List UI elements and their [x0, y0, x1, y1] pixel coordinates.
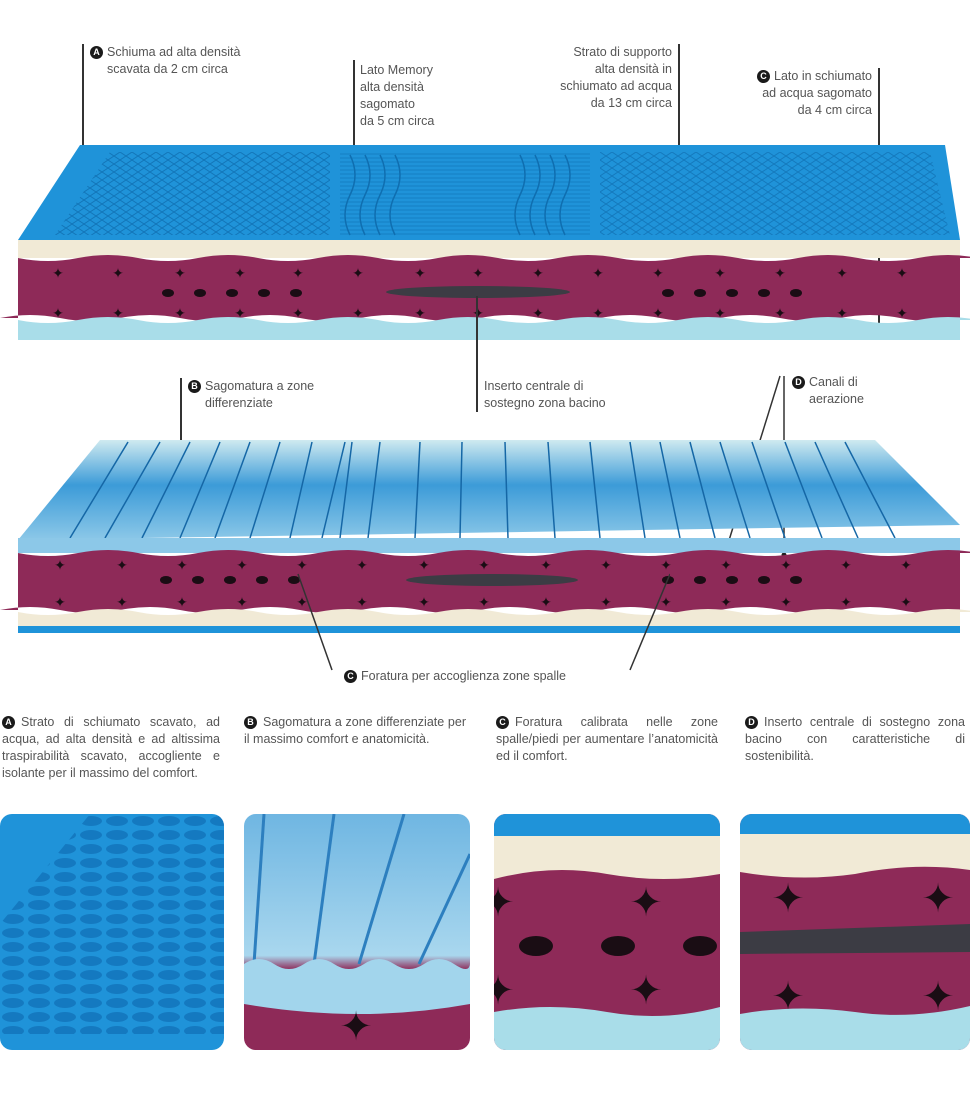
shoulder-holes-drawing: ✦ ✦ ✦ ✦ — [494, 814, 720, 1050]
svg-text:✦: ✦ — [714, 266, 726, 282]
svg-text:✦: ✦ — [414, 306, 426, 322]
callout-strato-supporto: Strato di supporto alta densità in schiu… — [560, 45, 672, 110]
badge-a-desc: A — [2, 716, 15, 729]
svg-text:✦: ✦ — [176, 595, 188, 611]
svg-text:✦: ✦ — [176, 558, 188, 574]
svg-text:✦: ✦ — [780, 595, 792, 611]
svg-text:✦: ✦ — [418, 558, 430, 574]
svg-text:✦: ✦ — [660, 558, 672, 574]
svg-text:✦: ✦ — [292, 306, 304, 322]
svg-text:✦: ✦ — [54, 595, 66, 611]
svg-text:✦: ✦ — [771, 876, 805, 922]
svg-text:✦: ✦ — [472, 266, 484, 282]
svg-text:✦: ✦ — [296, 558, 308, 574]
svg-text:✦: ✦ — [652, 266, 664, 282]
svg-text:✦: ✦ — [478, 558, 490, 574]
svg-text:✦: ✦ — [629, 880, 663, 926]
svg-text:✦: ✦ — [896, 306, 908, 322]
eggcrate-pattern — [0, 814, 224, 1034]
svg-text:✦: ✦ — [234, 266, 246, 282]
svg-text:✦: ✦ — [540, 558, 552, 574]
svg-text:✦: ✦ — [352, 266, 364, 282]
svg-text:✦: ✦ — [116, 595, 128, 611]
svg-text:✦: ✦ — [921, 876, 955, 922]
svg-text:✦: ✦ — [54, 558, 66, 574]
svg-text:✦: ✦ — [840, 595, 852, 611]
svg-text:✦: ✦ — [292, 266, 304, 282]
svg-text:✦: ✦ — [174, 266, 186, 282]
svg-text:✦: ✦ — [592, 266, 604, 282]
svg-text:✦: ✦ — [896, 266, 908, 282]
svg-text:✦: ✦ — [356, 595, 368, 611]
svg-text:✦: ✦ — [840, 558, 852, 574]
callout-line-a — [82, 44, 84, 228]
thumbnail-eggcrate-foam — [0, 814, 224, 1050]
svg-text:✦: ✦ — [774, 266, 786, 282]
svg-text:✦: ✦ — [494, 880, 515, 926]
svg-text:✦: ✦ — [600, 558, 612, 574]
svg-text:✦: ✦ — [494, 968, 515, 1014]
badge-b: B — [188, 380, 201, 393]
svg-text:✦: ✦ — [540, 595, 552, 611]
top-mattress-illustration: ✦✦✦✦✦✦✦✦✦✦✦✦✦✦✦ ✦✦✦✦✦✦✦✦✦✦✦✦✦✦✦ — [0, 145, 970, 340]
thumbnail-pelvic-insert: ✦✦✦✦ — [740, 814, 970, 1050]
svg-text:✦: ✦ — [780, 558, 792, 574]
svg-text:✦: ✦ — [296, 595, 308, 611]
svg-text:✦: ✦ — [652, 306, 664, 322]
badge-c: C — [757, 70, 771, 83]
bottom-mattress-illustration: ✦ ✦ ✦ ✦ ✦ ✦ ✦ ✦ ✦ ✦ ✦ ✦ ✦ ✦ ✦ ✦ ✦ ✦ ✦ ✦ ✦ ✦ ✦ ✦ ✦ ✦ ✦ ✦ ✦ ✦ — [0, 440, 970, 633]
svg-text:✦: ✦ — [112, 266, 124, 282]
thumbnail-zoned-profile: ✦ — [244, 814, 470, 1050]
svg-text:✦: ✦ — [532, 306, 544, 322]
svg-text:✦: ✦ — [52, 266, 64, 282]
callout-line-insert — [476, 296, 478, 412]
badge-b-desc: B — [244, 716, 257, 729]
svg-text:✦: ✦ — [532, 266, 544, 282]
badge-d-desc: D — [745, 716, 758, 729]
svg-text:✦: ✦ — [720, 558, 732, 574]
callout-lato-memory: Lato Memory alta densità sagomato da 5 c… — [360, 63, 435, 128]
svg-text:✦: ✦ — [600, 595, 612, 611]
svg-text:✦: ✦ — [774, 306, 786, 322]
svg-text:✦: ✦ — [116, 558, 128, 574]
zoned-profile-drawing: ✦ — [244, 814, 470, 1050]
badge-c-bottom: C — [344, 670, 357, 683]
svg-text:✦: ✦ — [629, 968, 663, 1014]
svg-text:✦: ✦ — [720, 595, 732, 611]
svg-text:✦: ✦ — [900, 595, 912, 611]
thumbnail-shoulder-holes: ✦ ✦ ✦ ✦ — [494, 814, 720, 1050]
callout-inserto-centrale: Inserto centrale di sostegno zona bacino — [484, 379, 606, 410]
badge-c-desc: C — [496, 716, 509, 729]
svg-text:✦: ✦ — [836, 266, 848, 282]
svg-text:✦: ✦ — [339, 1004, 373, 1050]
svg-text:✦: ✦ — [478, 595, 490, 611]
svg-text:✦: ✦ — [52, 306, 64, 322]
svg-text:✦: ✦ — [174, 306, 186, 322]
svg-text:✦: ✦ — [236, 558, 248, 574]
svg-text:✦: ✦ — [900, 558, 912, 574]
pelvic-insert-drawing: ✦✦✦✦ — [740, 814, 970, 1050]
badge-a: A — [90, 46, 103, 59]
svg-text:✦: ✦ — [414, 266, 426, 282]
svg-text:✦: ✦ — [418, 595, 430, 611]
badge-d: D — [792, 376, 805, 389]
svg-text:✦: ✦ — [356, 558, 368, 574]
svg-text:✦: ✦ — [660, 595, 672, 611]
callout-lines-c-bottom — [297, 573, 670, 671]
svg-text:✦: ✦ — [236, 595, 248, 611]
